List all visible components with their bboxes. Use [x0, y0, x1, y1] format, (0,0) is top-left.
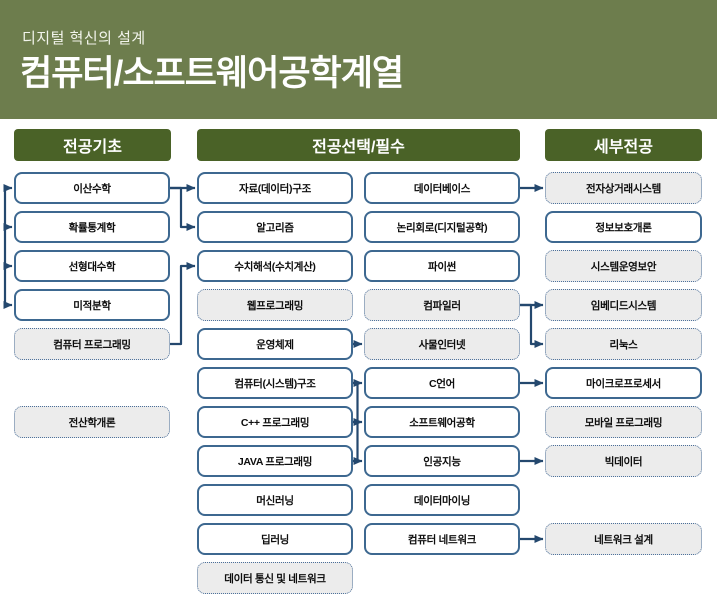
column-header-major-basics: 전공기초 [14, 129, 171, 161]
arrow-disc-math-to-algorithm [170, 186, 196, 231]
column-header-detail-major: 세부전공 [545, 129, 702, 161]
arrow-compiler-to-linux [520, 303, 544, 348]
banner: 디지털 혁신의 설계 컴퓨터/소프트웨어공학계열 [0, 0, 717, 119]
arrow-computer-programming-to-numerical-analysis [170, 262, 196, 346]
banner-subtitle: 디지털 혁신의 설계 [22, 30, 146, 47]
column-header-major-elective-required: 전공선택/필수 [197, 129, 520, 161]
page-title: 컴퓨터/소프트웨어공학계열 [20, 54, 404, 93]
